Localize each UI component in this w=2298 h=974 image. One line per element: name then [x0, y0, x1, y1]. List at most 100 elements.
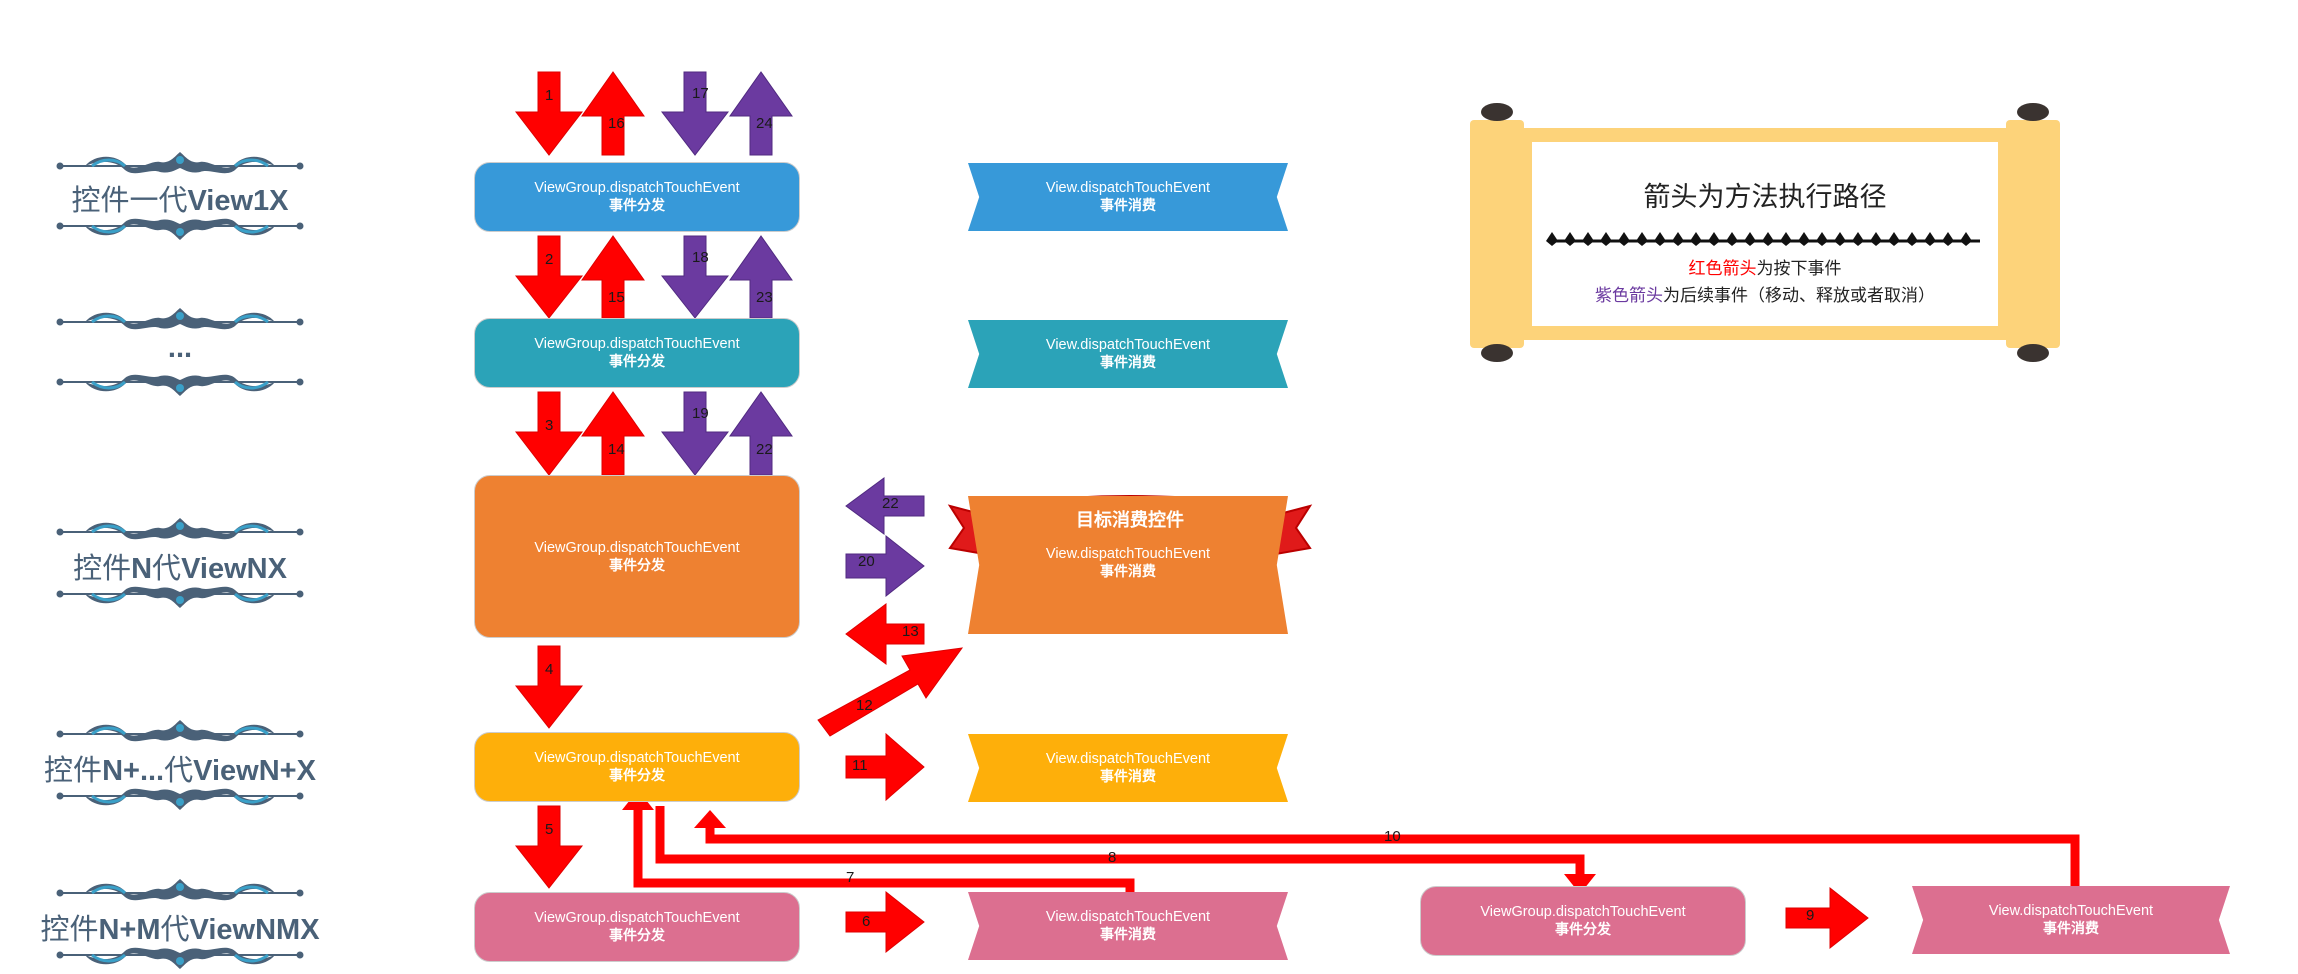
- purple-up-arrow-24: [729, 71, 793, 156]
- ornament-level3-top: [55, 516, 305, 541]
- divider-spike: [1924, 232, 1936, 246]
- arrow-number-19: 19: [692, 405, 709, 422]
- arrow-number-3: 3: [545, 417, 553, 434]
- ornament-level2-top: [55, 306, 305, 331]
- legend-purple-keyword: 紫色箭头: [1595, 286, 1663, 305]
- ornament-level4-bottom: [55, 787, 305, 812]
- red-up-arrow-14: [581, 391, 645, 476]
- arrow-number-13: 13: [902, 623, 919, 640]
- purple-down-arrow-17: [660, 71, 730, 156]
- divider-spike: [1816, 232, 1828, 246]
- legend-purple-line: 紫色箭头为后续事件（移动、释放或者取消）: [1490, 281, 2040, 306]
- arrow-number-6: 6: [862, 913, 870, 930]
- red-down-arrow-5: [514, 805, 584, 889]
- purple-left-arrow-22: [845, 477, 925, 535]
- ornament-level2-bottom: [55, 373, 305, 398]
- divider-spike: [1744, 232, 1756, 246]
- divider-spike: [1600, 232, 1612, 246]
- level-label-4: 控件N+...代ViewN+X: [44, 755, 316, 787]
- ornament-level4-top: [55, 718, 305, 743]
- divider-spike: [1960, 232, 1972, 246]
- purple-up-arrow-23: [729, 235, 793, 319]
- arrow-number-4: 4: [545, 661, 553, 678]
- red-path-arrow-10: [694, 810, 2080, 886]
- arrow-number-12: 12: [856, 697, 873, 714]
- arrow-number-8: 8: [1108, 849, 1116, 866]
- arrow-number-15: 15: [608, 289, 625, 306]
- legend-red-text: 为按下事件: [1756, 259, 1842, 278]
- arrow-number-9: 9: [1806, 907, 1814, 924]
- arrow-number-16: 16: [608, 115, 625, 132]
- red-left-arrow-13: [845, 603, 925, 665]
- legend-purple-text: 为后续事件（移动、释放或者取消）: [1663, 286, 1935, 305]
- arrow-number-7: 7: [846, 869, 854, 886]
- divider-spike: [1726, 232, 1738, 246]
- ornament-level5-bottom: [55, 946, 305, 971]
- divider-spike: [1762, 232, 1774, 246]
- purple-down-arrow-18: [660, 235, 730, 319]
- divider-spike: [1798, 232, 1810, 246]
- red-up-arrow-15: [581, 235, 645, 319]
- arrow-number-14: 14: [608, 441, 625, 458]
- arrow-number-5: 5: [545, 821, 553, 838]
- divider-spike: [1582, 232, 1594, 246]
- divider-spike: [1780, 232, 1792, 246]
- level-label-2: ...: [167, 332, 193, 364]
- arrow-number-23: 23: [756, 289, 773, 306]
- legend-red-line: 红色箭头为按下事件: [1490, 254, 2040, 279]
- purple-up-arrow-22: [729, 391, 793, 476]
- purple-down-arrow-19: [660, 391, 730, 476]
- arrow-number-18: 18: [692, 249, 709, 266]
- arrow-number-10: 10: [1384, 828, 1401, 845]
- arrow-number-22: 22: [756, 441, 773, 458]
- red-down-arrow-1: [514, 71, 584, 156]
- legend-title: 箭头为方法执行路径: [1643, 182, 1887, 212]
- red-down-arrow-4: [514, 645, 584, 729]
- arrow-number-1: 1: [545, 87, 553, 104]
- red-path-arrow-8: [655, 806, 1596, 894]
- red-right-arrow-11: [845, 732, 925, 802]
- red-down-arrow-3: [514, 391, 584, 476]
- arrow-number-2: 2: [545, 251, 553, 268]
- divider-spike: [1852, 232, 1864, 246]
- divider-spike: [1636, 232, 1648, 246]
- purple-right-arrow-20: [845, 534, 925, 598]
- red-up-arrow-16: [581, 71, 645, 156]
- divider-spike: [1654, 232, 1666, 246]
- red-diagonal-arrow-12: [817, 647, 964, 737]
- divider-spike: [1672, 232, 1684, 246]
- arrow-number-24: 24: [756, 115, 773, 132]
- divider-spike: [1546, 232, 1558, 246]
- red-down-arrow-2: [514, 235, 584, 319]
- level-label-3: 控件N代ViewNX: [73, 553, 287, 585]
- ornament-level1-bottom: [55, 217, 305, 242]
- divider-spike: [1870, 232, 1882, 246]
- scroll-legend: [1470, 103, 2060, 362]
- divider-spike: [1618, 232, 1630, 246]
- divider-spike: [1690, 232, 1702, 246]
- divider-spike: [1708, 232, 1720, 246]
- target-banner-label: 目标消费控件: [1076, 510, 1184, 530]
- divider-spike: [1906, 232, 1918, 246]
- arrow-number-20: 20: [858, 553, 875, 570]
- divider-spike: [1564, 232, 1576, 246]
- arrow-number-11: 11: [852, 757, 868, 774]
- arrow-number-22: 22: [882, 495, 899, 512]
- level-label-1: 控件一代View1X: [71, 185, 289, 217]
- divider-spike: [1888, 232, 1900, 246]
- red-right-arrow-6: [845, 890, 925, 954]
- level-label-5: 控件N+M代ViewNMX: [40, 914, 320, 946]
